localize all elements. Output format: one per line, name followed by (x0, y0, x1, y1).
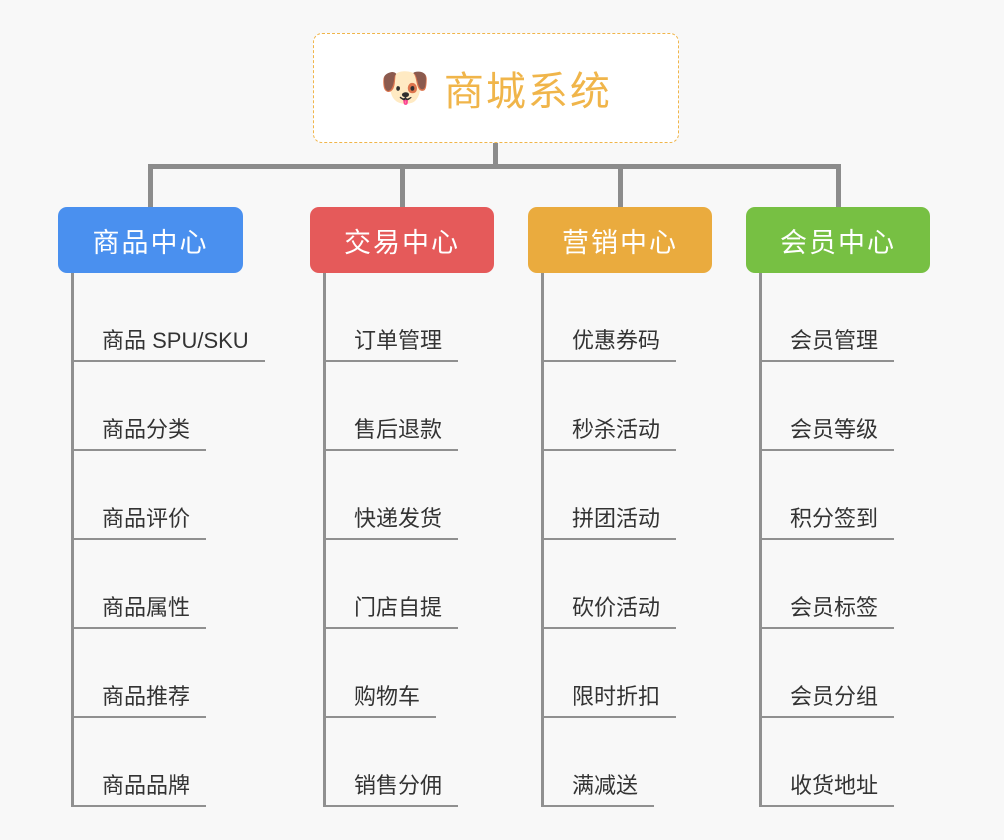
leaf-item-label: 会员标签 (759, 595, 895, 629)
leaf-item[interactable]: 购物车 (310, 629, 494, 718)
leaf-list-1: 商品 SPU/SKU 商品分类商品评价商品属性商品推荐商品品牌 (58, 273, 265, 807)
leaf-item[interactable]: 拼团活动 (528, 451, 712, 540)
leaf-item-label: 购物车 (323, 684, 437, 718)
leaf-item[interactable]: 商品评价 (58, 451, 243, 540)
root-node[interactable]: 🐶 商城系统 (313, 33, 679, 143)
shiba-dog-icon: 🐶 (380, 66, 430, 110)
leaf-list-4: 会员管理会员等级积分签到会员标签会员分组收货地址 (746, 273, 930, 807)
leaf-list-3: 优惠券码秒杀活动拼团活动砍价活动限时折扣满减送 (528, 273, 712, 807)
leaf-item[interactable]: 商品品牌 (58, 718, 243, 807)
leaf-item-label: 快递发货 (323, 506, 459, 540)
leaf-item-label: 门店自提 (323, 595, 459, 629)
connector-root-stem (493, 143, 498, 169)
leaf-item[interactable]: 门店自提 (310, 540, 494, 629)
leaf-item[interactable]: 会员管理 (746, 273, 930, 362)
leaf-item-label: 商品品牌 (71, 773, 207, 807)
category-label: 营销中心 (562, 227, 678, 258)
leaf-item[interactable]: 会员分组 (746, 629, 930, 718)
leaf-item[interactable]: 积分签到 (746, 451, 930, 540)
connector-drop-1 (148, 164, 153, 209)
leaf-item[interactable]: 订单管理 (310, 273, 494, 362)
category-box-2[interactable]: 交易中心 (310, 207, 494, 273)
root-title: 商城系统 (443, 70, 612, 114)
leaf-item[interactable]: 会员标签 (746, 540, 930, 629)
leaf-item-label: 商品 SPU/SKU (71, 328, 265, 362)
branch-column-4: 会员中心会员管理会员等级积分签到会员标签会员分组收货地址 (746, 207, 930, 807)
leaf-item-label: 商品评价 (71, 506, 207, 540)
connector-horizontal-bar (148, 164, 841, 169)
leaf-trunk-line (323, 273, 326, 807)
leaf-item[interactable]: 限时折扣 (528, 629, 712, 718)
leaf-item-label: 收货地址 (759, 773, 895, 807)
category-label: 交易中心 (344, 227, 460, 258)
category-box-4[interactable]: 会员中心 (746, 207, 930, 273)
leaf-item-label: 秒杀活动 (541, 417, 677, 451)
leaf-item-label: 售后退款 (323, 417, 459, 451)
category-box-1[interactable]: 商品中心 (58, 207, 243, 273)
leaf-item[interactable]: 商品 SPU/SKU (58, 273, 265, 362)
leaf-item[interactable]: 砍价活动 (528, 540, 712, 629)
connector-drop-3 (618, 164, 623, 209)
category-box-3[interactable]: 营销中心 (528, 207, 712, 273)
leaf-item-label: 会员分组 (759, 684, 895, 718)
leaf-trunk-line (541, 273, 544, 807)
leaf-item[interactable]: 商品推荐 (58, 629, 243, 718)
branch-column-2: 交易中心订单管理售后退款快递发货门店自提购物车销售分佣 (310, 207, 494, 807)
category-label: 会员中心 (780, 227, 896, 258)
leaf-item-label: 商品分类 (71, 417, 207, 451)
leaf-trunk-line (759, 273, 762, 807)
leaf-item[interactable]: 快递发货 (310, 451, 494, 540)
leaf-trunk-line (71, 273, 74, 807)
leaf-item-label: 会员管理 (759, 328, 895, 362)
leaf-item-label: 限时折扣 (541, 684, 677, 718)
branch-column-3: 营销中心优惠券码秒杀活动拼团活动砍价活动限时折扣满减送 (528, 207, 712, 807)
branch-column-1: 商品中心商品 SPU/SKU 商品分类商品评价商品属性商品推荐商品品牌 (58, 207, 265, 807)
leaf-item-label: 会员等级 (759, 417, 895, 451)
leaf-item[interactable]: 会员等级 (746, 362, 930, 451)
leaf-item[interactable]: 满减送 (528, 718, 712, 807)
leaf-item-label: 销售分佣 (323, 773, 459, 807)
leaf-item-label: 砍价活动 (541, 595, 677, 629)
leaf-item[interactable]: 优惠券码 (528, 273, 712, 362)
leaf-item-label: 优惠券码 (541, 328, 677, 362)
leaf-item-label: 商品属性 (71, 595, 207, 629)
leaf-item-label: 积分签到 (759, 506, 895, 540)
leaf-list-2: 订单管理售后退款快递发货门店自提购物车销售分佣 (310, 273, 494, 807)
leaf-item[interactable]: 销售分佣 (310, 718, 494, 807)
leaf-item[interactable]: 收货地址 (746, 718, 930, 807)
connector-drop-2 (400, 164, 405, 209)
leaf-item[interactable]: 秒杀活动 (528, 362, 712, 451)
leaf-item[interactable]: 商品分类 (58, 362, 243, 451)
category-label: 商品中心 (92, 227, 209, 258)
leaf-item[interactable]: 售后退款 (310, 362, 494, 451)
connector-drop-4 (836, 164, 841, 209)
leaf-item[interactable]: 商品属性 (58, 540, 243, 629)
leaf-item-label: 满减送 (541, 773, 655, 807)
leaf-item-label: 拼团活动 (541, 506, 677, 540)
leaf-item-label: 商品推荐 (71, 684, 207, 718)
leaf-item-label: 订单管理 (323, 328, 459, 362)
